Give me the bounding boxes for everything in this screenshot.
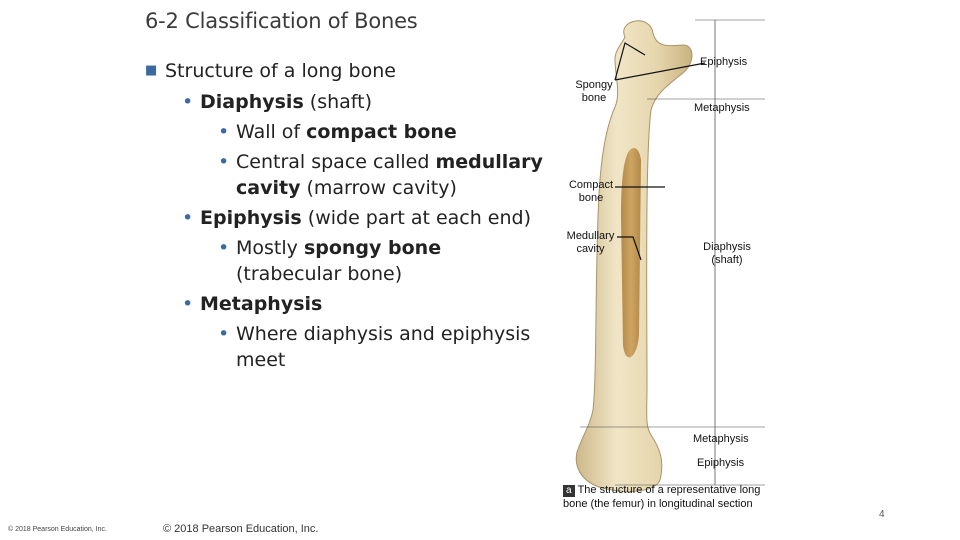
dot-bullet-icon: •	[218, 237, 230, 259]
dot-bullet-icon: •	[218, 121, 230, 143]
bullet-metaphysis: • Metaphysis	[145, 291, 555, 317]
term-metaphysis: Metaphysis	[200, 293, 323, 315]
label-diaphysis: Diaphysis (shaft)	[703, 241, 751, 266]
bullet-text: meet	[236, 349, 286, 371]
bullet-text: Structure of a long bone	[165, 60, 396, 82]
dot-bullet-icon: •	[182, 91, 194, 113]
bullet-epiphysis: • Epiphysis (wide part at each end)	[145, 205, 555, 231]
bullet-text: (wide part at each end)	[301, 207, 532, 229]
bullet-diaphysis: • Diaphysis (shaft)	[145, 89, 555, 115]
bullet-text: Central space called	[236, 151, 436, 173]
caption-badge: a	[563, 485, 575, 497]
bullet-text: (marrow cavity)	[300, 177, 457, 199]
label-metaphysis-top: Metaphysis	[694, 102, 750, 114]
label-epiphysis-bottom: Epiphysis	[697, 457, 745, 469]
label-epiphysis-top: Epiphysis	[700, 56, 748, 68]
label-medullary-cavity: Medullary cavity	[566, 230, 615, 255]
bullet-text: Wall of	[236, 121, 307, 143]
bullet-wall: • Wall of compact bone	[145, 119, 555, 145]
term-cavity: cavity	[236, 177, 301, 199]
dot-bullet-icon: •	[218, 323, 230, 345]
dot-bullet-icon: •	[182, 293, 194, 315]
term-compact-bone: compact bone	[306, 121, 457, 143]
spongy-pointer-2	[614, 62, 706, 81]
term-spongy-bone: spongy bone	[303, 237, 442, 259]
bullet-central-space: • Central space called medullary cavity …	[145, 149, 555, 201]
bullet-text: Mostly	[236, 237, 304, 259]
label-spongy-bone: Spongy bone	[575, 79, 613, 104]
bullet-where-meet: • Where diaphysis and epiphysis meet	[145, 321, 555, 373]
medullary-pointer	[617, 236, 642, 261]
medullary-cavity	[621, 148, 641, 358]
bullet-mostly-spongy: • Mostly spongy bone (trabecular bone)	[145, 235, 555, 287]
femur-figure: Epiphysis Spongy bone Metaphysis Compact…	[555, 15, 795, 515]
bullet-text: Where diaphysis and epiphysis	[236, 323, 531, 345]
term-diaphysis: Diaphysis	[200, 91, 304, 113]
dot-bullet-icon: •	[182, 207, 194, 229]
copyright-main: © 2018 Pearson Education, Inc.	[163, 523, 319, 535]
square-bullet-icon: ■	[145, 63, 158, 78]
femur-illustration	[575, 19, 765, 492]
spongy-pointer	[614, 42, 646, 81]
label-compact-bone: Compact bone	[568, 179, 614, 204]
bullet-structure: ■ Structure of a long bone	[145, 58, 555, 84]
bullet-list: ■ Structure of a long bone • Diaphysis (…	[145, 58, 555, 373]
copyright-small: © 2018 Pearson Education, Inc.	[8, 526, 107, 533]
label-metaphysis-bottom: Metaphysis	[693, 433, 749, 445]
slide-title: 6-2 Classification of Bones	[145, 9, 418, 33]
page-number: 4	[879, 509, 885, 520]
term-medullary: medullary	[435, 151, 543, 173]
bullet-text: (shaft)	[303, 91, 373, 113]
term-epiphysis: Epiphysis	[200, 207, 302, 229]
caption-text: The structure of a representative long b…	[563, 484, 761, 510]
dot-bullet-icon: •	[218, 151, 230, 173]
bullet-text: (trabecular bone)	[236, 263, 403, 285]
